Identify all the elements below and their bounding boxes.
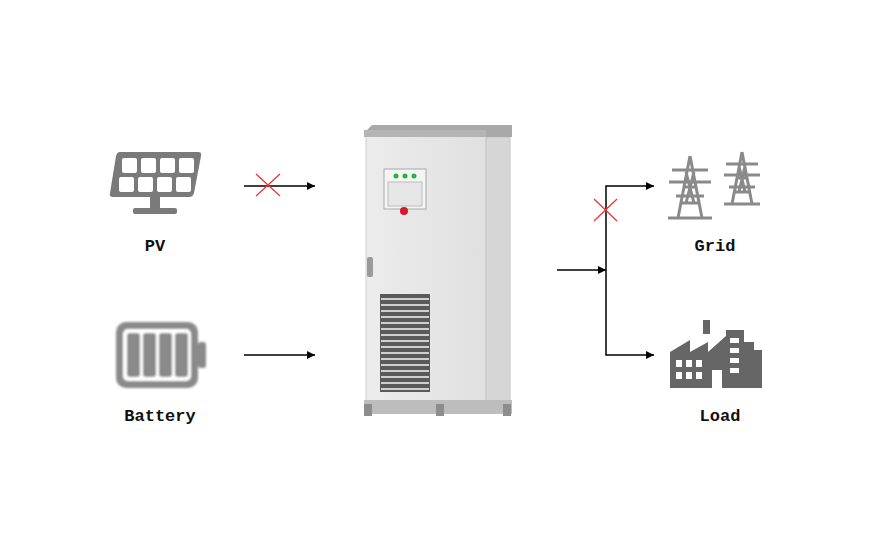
device-node: Load <box>660 315 780 427</box>
device-node: Grid <box>655 145 775 257</box>
pv-icon <box>110 152 201 214</box>
load-icon <box>670 320 762 388</box>
node-label: Grid <box>695 237 736 257</box>
device-node: Battery <box>100 315 220 427</box>
node-label: Load <box>700 407 741 427</box>
flow-arrows <box>244 186 654 355</box>
grid-icon <box>668 152 760 218</box>
device-node: PV <box>95 145 215 257</box>
blocked-cross <box>256 174 617 221</box>
cabinet-illustration <box>364 125 512 416</box>
node-label: Battery <box>124 407 195 427</box>
node-label: PV <box>145 237 165 257</box>
battery-icon <box>116 322 206 388</box>
